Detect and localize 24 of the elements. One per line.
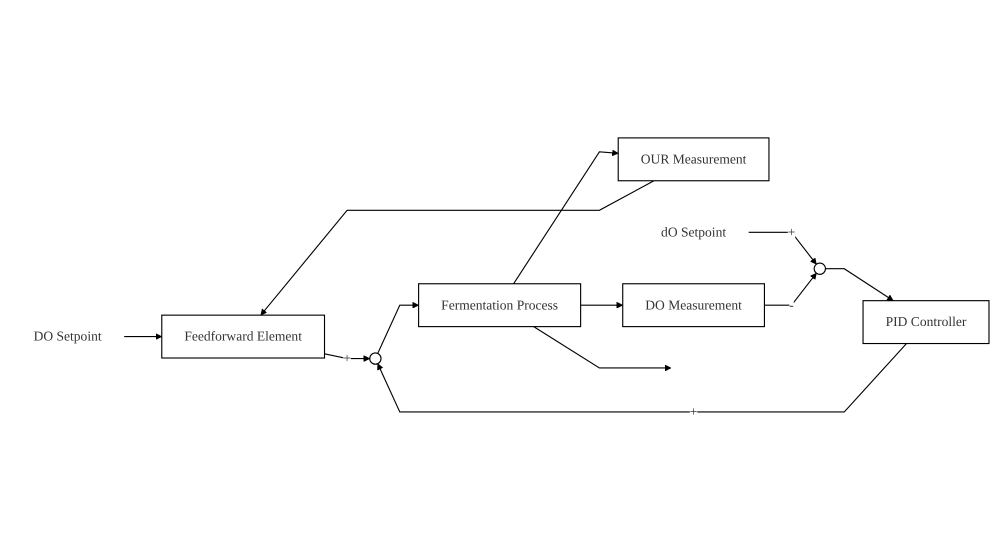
node-box: PID Controller bbox=[862, 300, 990, 344]
arrow bbox=[764, 272, 817, 306]
edge-label: + bbox=[788, 224, 796, 240]
node-box: Fermentation Process bbox=[418, 283, 582, 328]
node-box: Feedforward Element bbox=[161, 314, 326, 359]
node-circle bbox=[814, 262, 826, 275]
arrow bbox=[377, 302, 419, 354]
arrow bbox=[377, 343, 907, 413]
node-circle bbox=[369, 352, 382, 365]
arrow bbox=[260, 180, 654, 316]
node-box: DO Measurement bbox=[622, 283, 765, 328]
arrow bbox=[124, 333, 162, 340]
arrow bbox=[825, 268, 894, 301]
edge-label: - bbox=[789, 297, 794, 312]
arrow bbox=[533, 326, 672, 372]
node-text: dO Setpoint bbox=[661, 224, 726, 240]
arrow bbox=[513, 150, 619, 284]
edge-label: + bbox=[343, 350, 351, 366]
arrow bbox=[580, 302, 624, 308]
node-box: OUR Measurement bbox=[618, 137, 770, 182]
arrow bbox=[324, 353, 370, 362]
edge-label: + bbox=[690, 404, 698, 420]
arrow bbox=[748, 232, 817, 265]
node-text: DO Setpoint bbox=[34, 328, 102, 344]
